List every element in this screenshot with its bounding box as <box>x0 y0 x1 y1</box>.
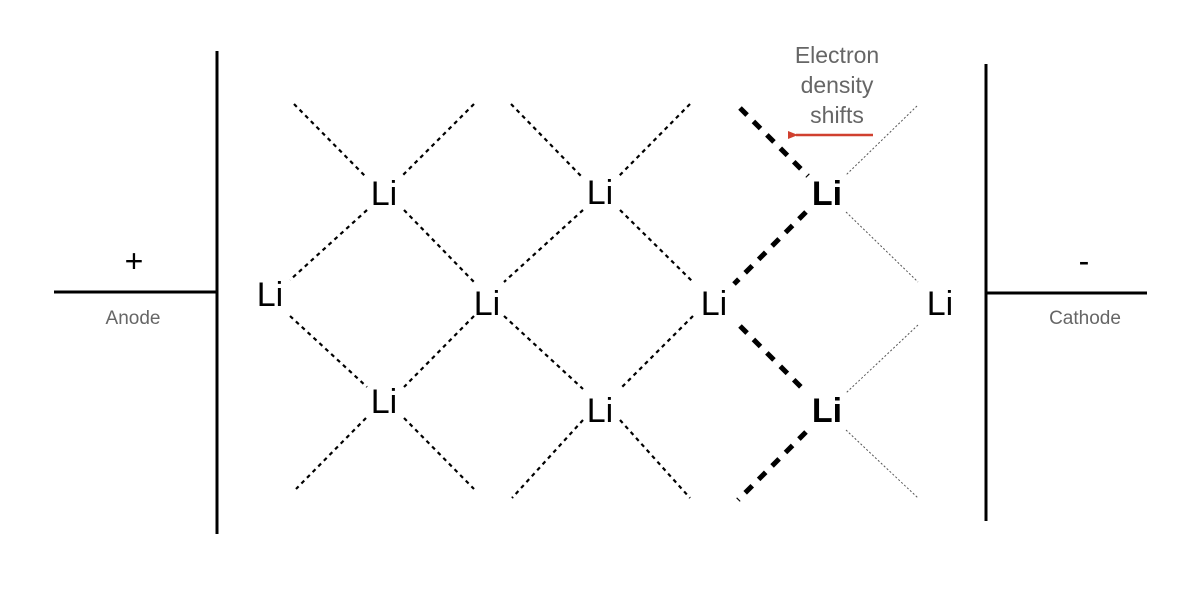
bond-faint <box>845 105 918 176</box>
bond <box>403 315 475 388</box>
bond <box>619 315 694 390</box>
bond <box>401 103 475 177</box>
bond <box>511 419 584 499</box>
bond <box>510 103 582 177</box>
bond-emphasized <box>732 210 808 286</box>
bond-emphasized <box>738 106 810 178</box>
atom-li: Li <box>257 276 283 314</box>
atom-li: Li <box>701 285 727 323</box>
bonds-normal <box>289 103 694 499</box>
bond <box>618 103 691 177</box>
bond <box>289 315 368 388</box>
bond <box>295 417 367 490</box>
bonds-faint <box>845 105 919 499</box>
annotation-line-1: Electron <box>795 42 879 68</box>
bond <box>293 103 368 179</box>
anode-label: Anode <box>106 308 161 329</box>
bond-emphasized <box>736 430 808 502</box>
bond-faint <box>845 211 919 283</box>
bond <box>503 315 584 390</box>
atom-li: Li <box>587 392 613 430</box>
bonds-emphasized <box>732 106 810 502</box>
bond <box>289 209 368 281</box>
cathode-label: Cathode <box>1049 308 1121 329</box>
atom-li: Li <box>927 285 953 323</box>
atom-li: Li <box>587 174 613 212</box>
bond-faint <box>845 324 919 394</box>
bond <box>619 209 694 283</box>
atoms: Li Li Li Li Li Li Li Li Li Li <box>257 174 953 430</box>
bond <box>403 417 475 490</box>
bond <box>403 209 475 283</box>
bond-faint <box>845 429 919 499</box>
annotation-line-3: shifts <box>810 102 864 128</box>
bond-emphasized <box>738 324 808 394</box>
electron-density-annotation: Electron density shifts <box>788 42 879 139</box>
annotation-line-2: density <box>801 72 874 98</box>
atom-li-emphasized: Li <box>812 392 842 430</box>
cathode: - Cathode <box>984 64 1147 521</box>
bond <box>503 209 584 283</box>
atom-li: Li <box>371 175 397 213</box>
anode: + Anode <box>54 51 219 534</box>
cathode-sign: - <box>1079 243 1090 279</box>
atom-li-emphasized: Li <box>812 175 842 213</box>
bond <box>619 419 691 499</box>
atom-li: Li <box>371 383 397 421</box>
atom-li: Li <box>474 285 500 323</box>
anode-sign: + <box>125 243 144 279</box>
